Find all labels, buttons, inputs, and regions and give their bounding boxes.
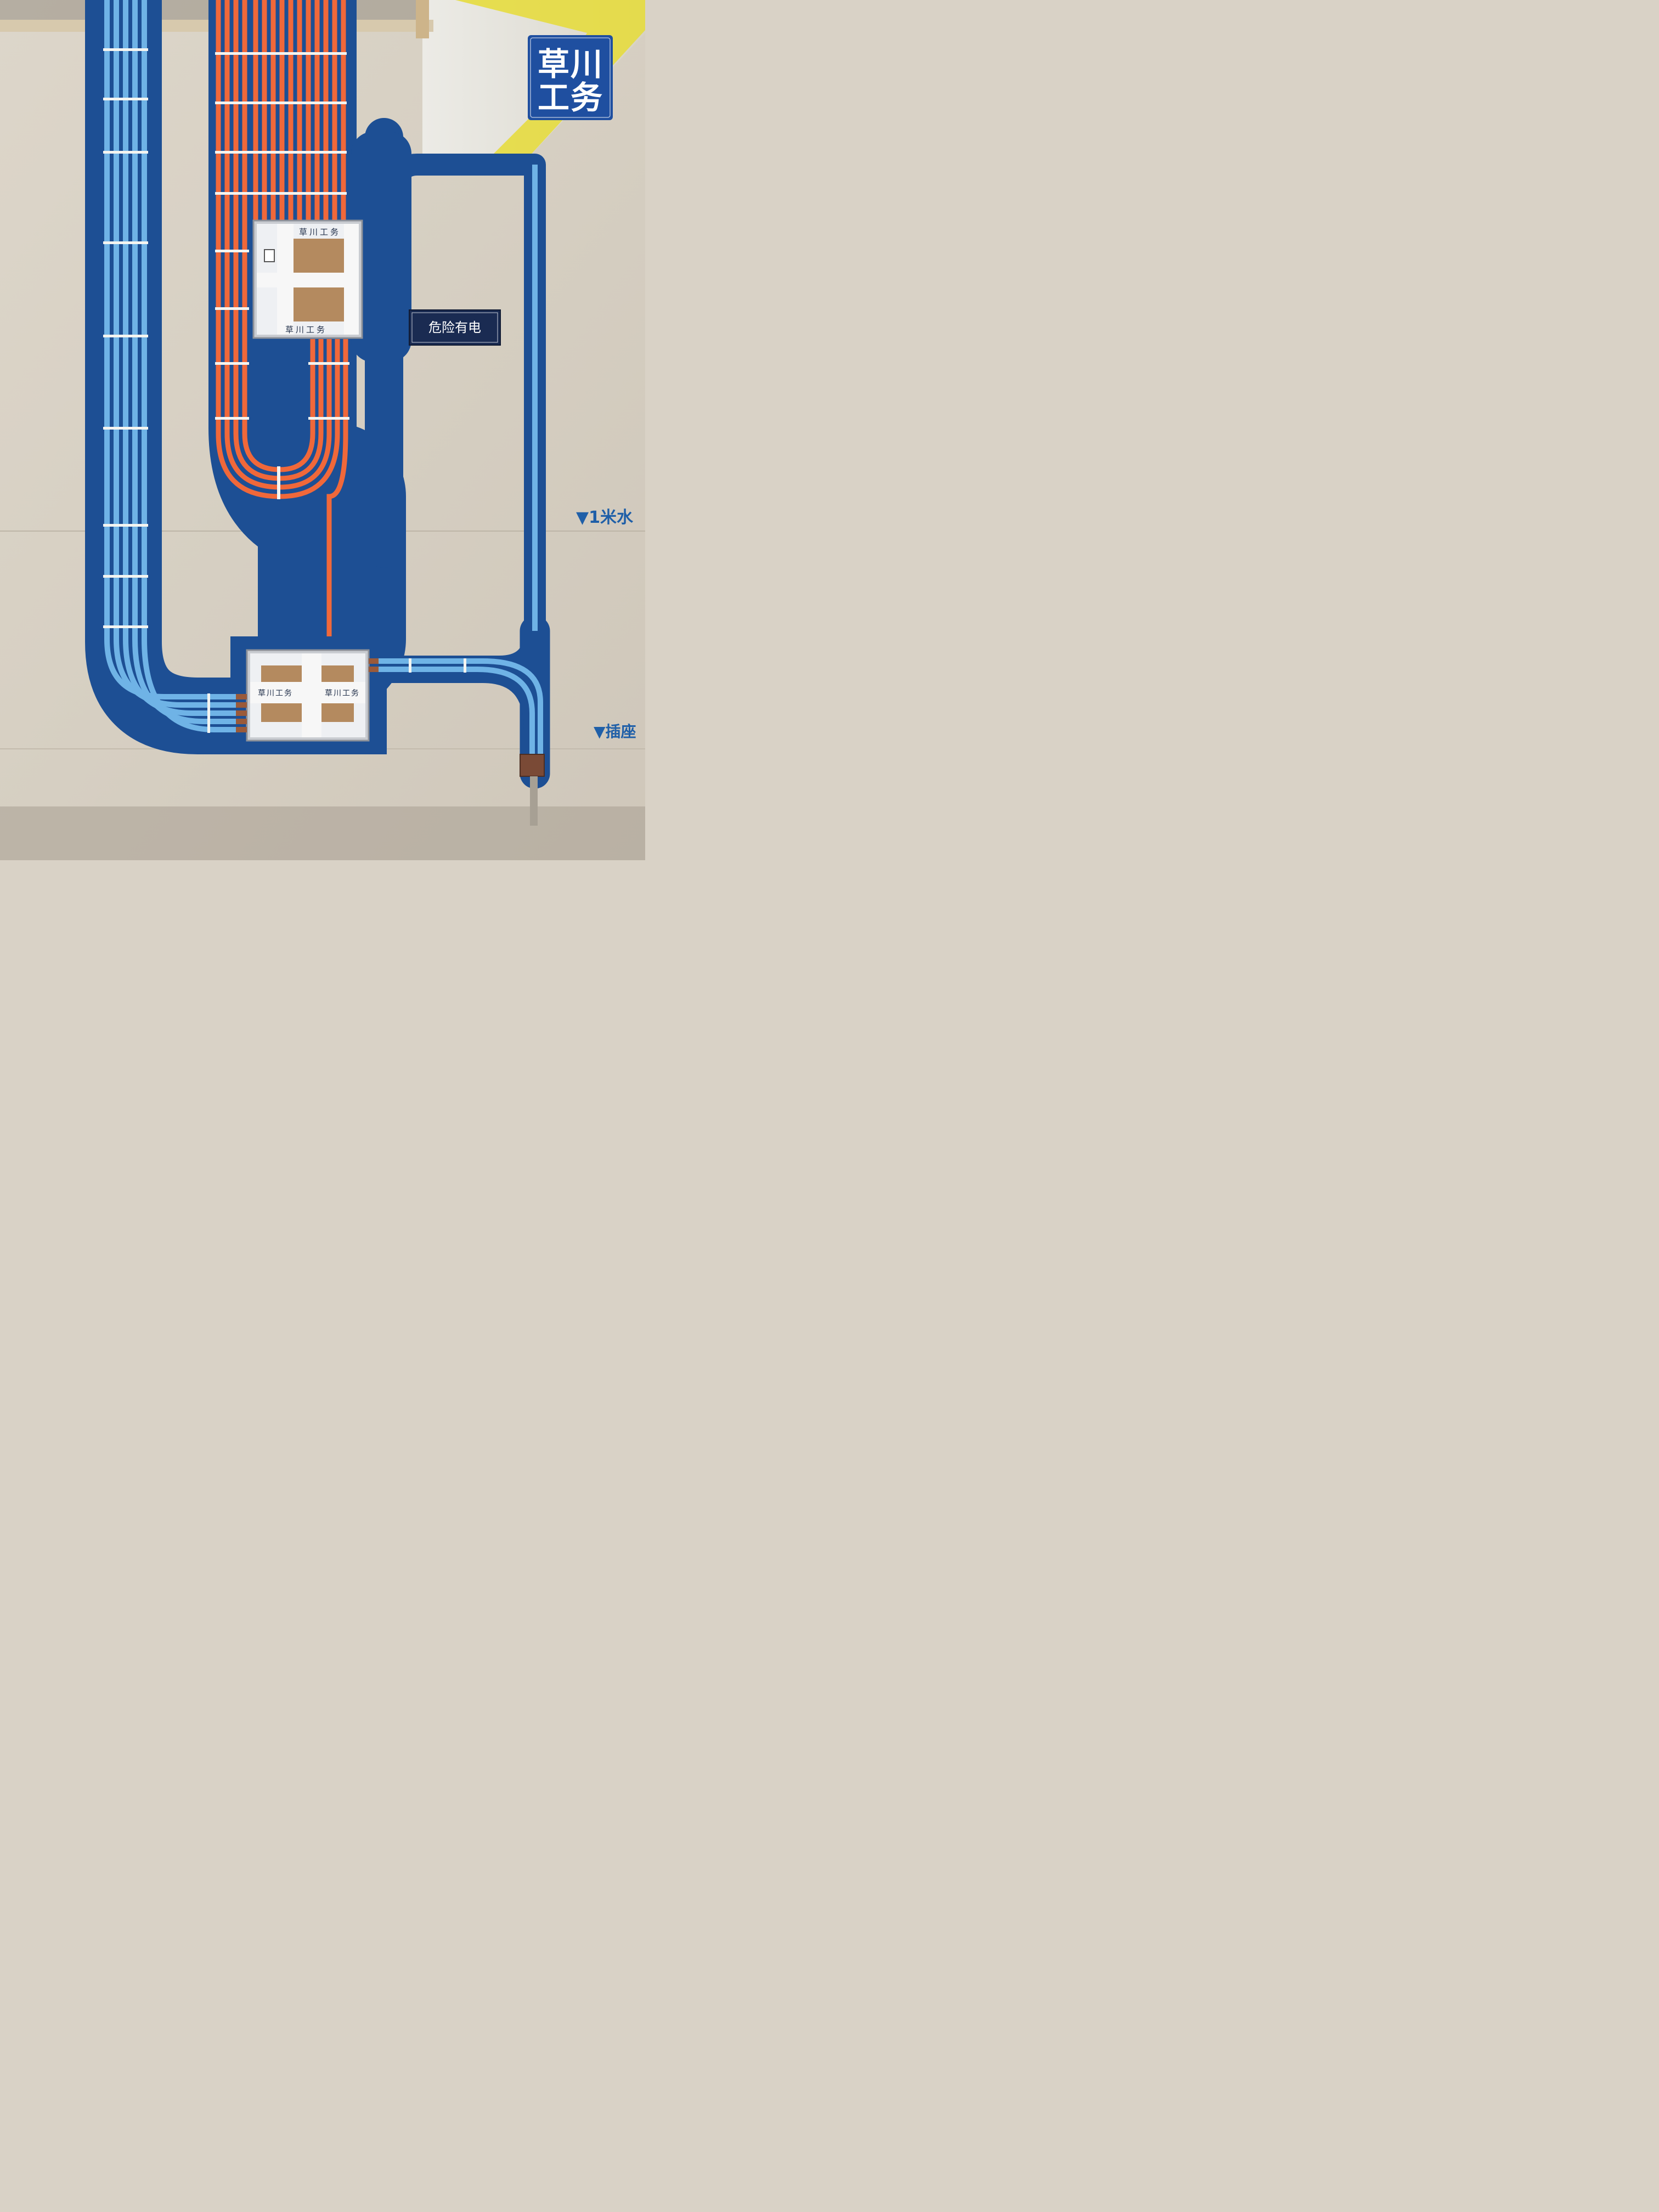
tape-strip (257, 273, 359, 287)
cardboard-panel (294, 287, 344, 321)
socket-mark-text: ▼插座 (594, 723, 636, 741)
center-orange-channel (208, 0, 406, 713)
conduit-fitting (236, 694, 247, 699)
conduit-clip (215, 52, 347, 55)
blue-conduit-clips (103, 48, 466, 733)
conduit-fitting (369, 658, 379, 664)
scene-svg: 草川工务 草川工务 草川工务 草川工务 草川 工务 危险有电 (0, 0, 645, 860)
conduit-fitting (236, 719, 247, 724)
tape-brand-text: 草川工务 (285, 325, 327, 335)
cardboard-panel (321, 665, 354, 682)
brand-logo: 草川 工务 (528, 35, 613, 120)
brass-fittings (236, 658, 379, 732)
conduit-clip (103, 625, 148, 628)
sign-plate (409, 309, 501, 346)
conduit-clip (215, 151, 347, 154)
conduit-clip (277, 466, 280, 499)
right-top-patch (351, 132, 411, 362)
tape-strip (250, 682, 365, 703)
breaker-switch (264, 249, 275, 262)
logo-badge (528, 35, 613, 120)
conduit-clip (207, 693, 210, 733)
conduit-clip (308, 362, 349, 365)
blue-conduit (373, 667, 535, 765)
danger-sign: 危险有电 (409, 309, 501, 346)
blue-conduits (104, 0, 543, 765)
orange-conduit (326, 339, 348, 636)
blue-conduit (123, 0, 241, 716)
level-mark-text: ▼1米水 (576, 508, 634, 527)
cardboard-panel (261, 703, 303, 722)
conduit-fitting (236, 702, 247, 708)
cardboard-panel (294, 239, 344, 273)
conduit-clip (103, 151, 148, 154)
wooden-batten-vertical (416, 0, 429, 38)
conduit-clip (215, 417, 249, 420)
floor-grime (0, 806, 645, 860)
conduit-clip (103, 335, 148, 337)
conduit-clip (215, 192, 347, 195)
tape-brand-text: 草川工务 (325, 689, 360, 698)
blue-conduit (142, 0, 241, 732)
orange-conduit-clips (215, 52, 349, 499)
conduit-clip (215, 250, 249, 252)
blue-conduit (132, 0, 241, 724)
conduit-clip (103, 427, 148, 430)
outlet-conduit-stub (530, 776, 538, 826)
conduit-fitting (236, 710, 247, 716)
sign-border (411, 312, 498, 343)
conduit-clip (215, 101, 347, 104)
conduit-clip (409, 658, 411, 673)
blue-conduit (373, 658, 543, 765)
tape-brand-text: 草川工务 (299, 227, 341, 237)
logo-line-1: 草川 (538, 46, 603, 83)
conduit-clip (103, 48, 148, 51)
conduit-clip (103, 524, 148, 527)
blue-conduit (114, 0, 241, 708)
conduit-fitting (369, 667, 379, 672)
conduit-clip (215, 362, 249, 365)
construction-wall-photo: 草川工务 草川工务 草川工务 草川工务 草川 工务 危险有电 (0, 0, 645, 860)
conduit-fitting (236, 727, 247, 732)
sign-text: 危险有电 (428, 320, 481, 335)
conduit-clip (103, 241, 148, 244)
conduit-clip (215, 307, 249, 310)
conduit-clip (308, 417, 349, 420)
logo-line-2: 工务 (538, 79, 603, 116)
cardboard-panel (321, 703, 354, 722)
conduit-clip (464, 658, 466, 673)
tape-brand-text: 草川工务 (258, 689, 293, 698)
logo-inner-border (530, 37, 611, 118)
outlet-box (520, 754, 545, 777)
cardboard-panel (261, 665, 303, 682)
upper-distribution-box: 草川工务 草川工务 (252, 219, 363, 339)
lower-junction-box: 草川工务 草川工务 (246, 649, 370, 742)
conduit-clip (103, 98, 148, 100)
conduit-clip (103, 575, 148, 578)
